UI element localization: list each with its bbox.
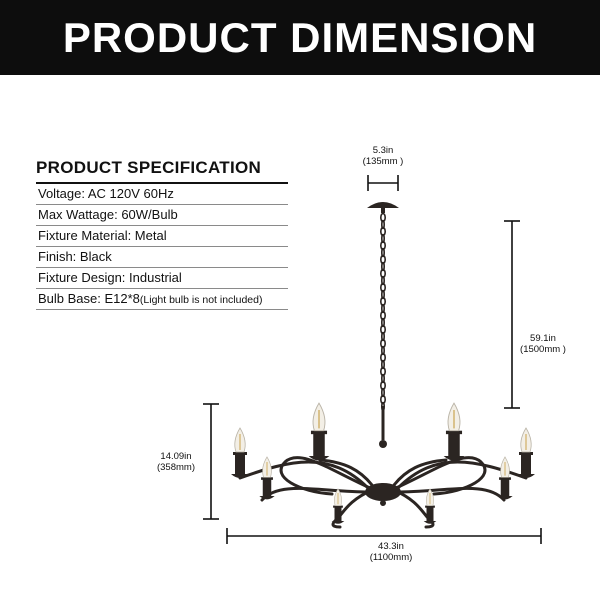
candle-light bbox=[259, 456, 275, 500]
arm-4 bbox=[318, 458, 374, 487]
chain-link bbox=[379, 324, 386, 335]
spec-row-material: Fixture Material: Metal bbox=[36, 226, 288, 247]
canopy-imperial: 5.3in bbox=[372, 145, 394, 156]
spec-row-bulb-base: Bulb Base: E12*8(Light bulb is not inclu… bbox=[36, 289, 288, 310]
candle-light bbox=[423, 488, 437, 524]
page-title: PRODUCT DIMENSION bbox=[62, 13, 538, 61]
candle-light bbox=[331, 488, 345, 524]
chain-link bbox=[380, 247, 385, 258]
spec-title: PRODUCT SPECIFICATION bbox=[36, 158, 288, 184]
candle-light bbox=[308, 402, 330, 461]
chain-link bbox=[380, 373, 385, 384]
height-dimension-label: 14.09in (358mm) bbox=[150, 451, 202, 473]
dimension-lines bbox=[203, 175, 542, 544]
spec-row-finish: Finish: Black bbox=[36, 247, 288, 268]
candle-light bbox=[517, 427, 535, 478]
chain-link bbox=[379, 366, 386, 377]
chain-link bbox=[379, 254, 386, 265]
chain-link bbox=[379, 352, 386, 363]
width-metric: (1100mm) bbox=[369, 552, 413, 563]
chain-link bbox=[379, 212, 386, 223]
arm-2 bbox=[260, 486, 372, 502]
chain-link bbox=[379, 338, 386, 349]
chain-link bbox=[379, 268, 386, 279]
chain-link bbox=[379, 296, 386, 307]
chain-link bbox=[380, 219, 385, 230]
bottom-finial bbox=[380, 500, 386, 506]
chain-link bbox=[380, 317, 385, 328]
chain-link bbox=[379, 394, 386, 405]
spec-row-design: Fixture Design: Industrial bbox=[36, 268, 288, 289]
chain-dimension-label: 59.1in (1500mm ) bbox=[512, 333, 574, 355]
chain-link bbox=[379, 226, 386, 237]
height-metric: (358mm) bbox=[156, 462, 195, 473]
center-body bbox=[365, 483, 401, 501]
chain-link bbox=[380, 261, 385, 272]
chain-link bbox=[380, 275, 385, 286]
canopy-dimension-label: 5.3in (135mm ) bbox=[358, 145, 408, 167]
center-knob bbox=[379, 440, 387, 448]
candle-light bbox=[443, 402, 465, 461]
height-imperial: 14.09in bbox=[160, 451, 192, 462]
candle-lights bbox=[231, 402, 535, 524]
bulb-base-label: Bulb Base: E12*8 bbox=[38, 291, 140, 306]
chain-link bbox=[380, 387, 385, 398]
arm-7 bbox=[394, 486, 506, 502]
chain-link bbox=[380, 233, 385, 244]
chain-link bbox=[380, 331, 385, 342]
chain-imperial: 59.1in bbox=[530, 333, 556, 344]
width-imperial: 43.3in bbox=[378, 541, 404, 552]
arm-3 bbox=[238, 460, 370, 490]
arm-9 bbox=[392, 458, 448, 487]
header-banner: PRODUCT DIMENSION bbox=[0, 0, 600, 75]
chain-link bbox=[379, 240, 386, 251]
spec-row-wattage: Max Wattage: 60W/Bulb bbox=[36, 205, 288, 226]
chain-link bbox=[380, 345, 385, 356]
chain-link bbox=[380, 289, 385, 300]
chain-link bbox=[379, 310, 386, 321]
chain-link bbox=[380, 359, 385, 370]
spec-table: PRODUCT SPECIFICATION Voltage: AC 120V 6… bbox=[36, 158, 288, 310]
chain-link bbox=[379, 282, 386, 293]
candle-light bbox=[231, 427, 249, 478]
chain-link bbox=[379, 380, 386, 391]
chain-link bbox=[380, 303, 385, 314]
chain bbox=[379, 212, 386, 412]
chain-metric: (1500mm ) bbox=[520, 344, 566, 355]
candle-light bbox=[497, 456, 513, 500]
canopy-hook bbox=[381, 207, 385, 213]
width-dimension-label: 43.3in (1100mm) bbox=[358, 541, 424, 563]
bulb-base-note: (Light bulb is not included) bbox=[139, 294, 263, 306]
canopy-metric: (135mm ) bbox=[362, 156, 404, 167]
spec-row-voltage: Voltage: AC 120V 60Hz bbox=[36, 184, 288, 205]
ceiling-canopy bbox=[367, 202, 399, 208]
